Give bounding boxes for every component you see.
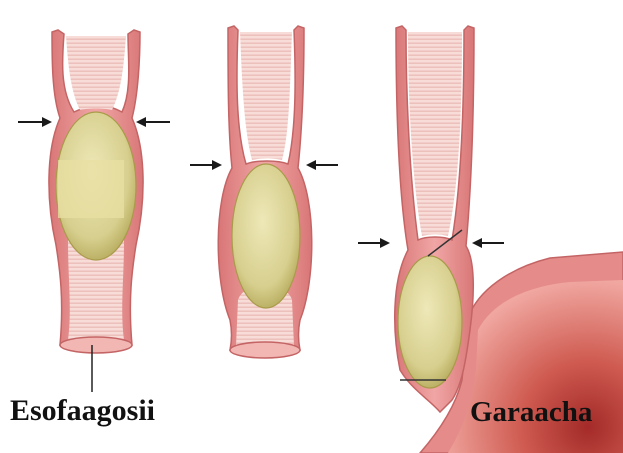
stage-1-opening [60,337,132,353]
constriction-arrow-icon [358,238,390,248]
esophagus-label: Esofaagosii [10,396,155,426]
stage-2-esophagus [190,26,338,358]
constriction-arrow-icon [472,238,504,248]
constriction-arrow-icon [190,160,222,170]
stage-3-lumen [408,32,462,236]
stage-1-esophagus [18,30,170,392]
constriction-arrow-icon [136,117,170,127]
constriction-arrow-icon [18,117,52,127]
stage-1-bolus-highlight [58,160,124,218]
constriction-arrow-icon [306,160,338,170]
stomach-label: Garaacha [470,398,592,427]
stage-1-lumen [66,36,126,110]
stage-2-opening [230,342,300,358]
stage-3-esophagus-stomach [358,26,623,453]
stage-2-lumen [240,32,292,160]
stage-3-bolus [398,256,462,388]
stage-2-bolus [232,164,300,308]
